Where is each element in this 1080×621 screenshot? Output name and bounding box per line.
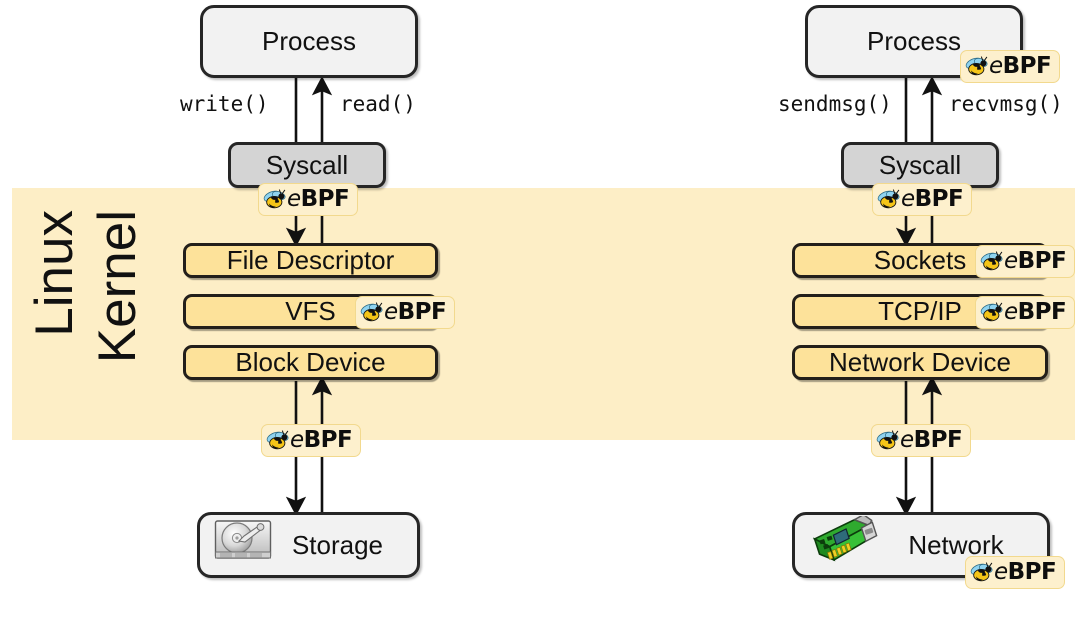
ebpf-badge-right-process[interactable]: eBPF xyxy=(960,50,1060,83)
ebpf-badge-text: eBPF xyxy=(900,427,963,453)
right-process-label: Process xyxy=(867,26,961,56)
ebpf-badge-network[interactable]: eBPF xyxy=(965,556,1065,589)
bee-icon xyxy=(360,301,387,324)
hard-disk-icon xyxy=(214,519,272,572)
left-kernel-box-label: Block Device xyxy=(235,347,386,377)
right-kernel-box-label: Network Device xyxy=(828,347,1012,377)
ebpf-badge-text: eBPF xyxy=(290,427,353,453)
ebpf-badge-text: eBPF xyxy=(901,186,964,212)
right-kernel-box-network-device[interactable]: Network Device xyxy=(792,345,1048,380)
left-call-up-label: read() xyxy=(340,92,416,116)
bee-icon xyxy=(980,250,1007,273)
storage-label: Storage xyxy=(291,529,384,560)
right-call-up-label: recvmsg() xyxy=(949,92,1063,116)
ebpf-badge-left-syscall[interactable]: eBPF xyxy=(258,183,358,216)
ebpf-badge-right-sockets[interactable]: eBPF xyxy=(975,245,1075,278)
bee-icon xyxy=(980,301,1007,324)
ebpf-badge-text: eBPF xyxy=(1004,299,1067,325)
storage-box[interactable]: Storage xyxy=(197,512,420,578)
left-kernel-box-label: File Descriptor xyxy=(226,245,395,275)
ebpf-badge-right-netdev[interactable]: eBPF xyxy=(871,424,971,457)
right-syscall-box[interactable]: Syscall xyxy=(841,142,999,188)
left-kernel-box-label: VFS xyxy=(285,296,336,326)
ebpf-badge-text: eBPF xyxy=(287,186,350,212)
ebpf-badge-right-tcpip[interactable]: eBPF xyxy=(975,296,1075,329)
right-call-down-label: sendmsg() xyxy=(778,92,892,116)
ebpf-badge-right-syscall[interactable]: eBPF xyxy=(872,183,972,216)
network-label: Network xyxy=(908,529,1004,560)
ebpf-badge-text: eBPF xyxy=(989,53,1052,79)
right-kernel-box-label: TCP/IP xyxy=(878,296,962,326)
bee-icon xyxy=(876,429,903,452)
bee-icon xyxy=(266,429,293,452)
bee-icon xyxy=(970,561,997,584)
left-call-down-label: write() xyxy=(180,92,269,116)
ebpf-badge-text: eBPF xyxy=(384,299,447,325)
right-kernel-box-label: Sockets xyxy=(873,245,967,275)
left-syscall-box[interactable]: Syscall xyxy=(228,142,386,188)
left-process-box[interactable]: Process xyxy=(200,5,418,78)
network-card-icon xyxy=(809,513,879,575)
left-process-label: Process xyxy=(262,26,356,56)
network-box[interactable]: Network xyxy=(792,512,1050,578)
right-syscall-label: Syscall xyxy=(878,149,962,180)
bee-icon xyxy=(965,55,992,78)
left-kernel-box-file-descriptor[interactable]: File Descriptor xyxy=(183,243,438,278)
ebpf-badge-text: eBPF xyxy=(1004,248,1067,274)
bee-icon xyxy=(877,188,904,211)
left-kernel-box-block-device[interactable]: Block Device xyxy=(183,345,438,380)
ebpf-badge-left-vfs[interactable]: eBPF xyxy=(355,296,455,329)
ebpf-badge-left-block-storage[interactable]: eBPF xyxy=(261,424,361,457)
ebpf-badge-text: eBPF xyxy=(994,559,1057,585)
left-syscall-label: Syscall xyxy=(265,149,349,180)
bee-icon xyxy=(263,188,290,211)
